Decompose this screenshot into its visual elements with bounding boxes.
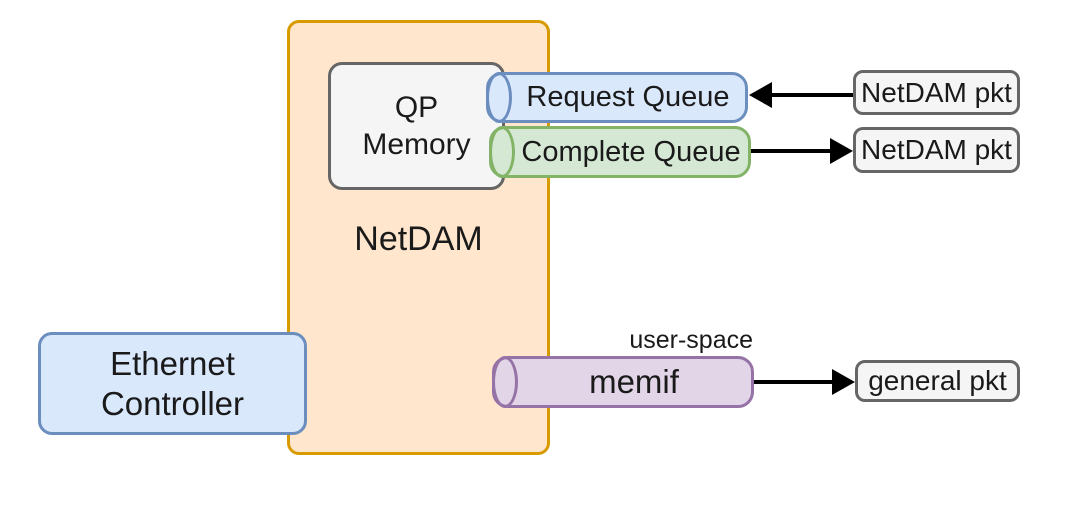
arrowhead-right-icon — [832, 369, 855, 395]
arrow-shaft — [750, 149, 833, 153]
complete-queue-label: Complete Queue — [521, 135, 741, 168]
ethernet-controller-label-line1: Ethernet — [110, 344, 235, 382]
cylinder-cap-icon — [486, 72, 512, 123]
arrow-shaft — [752, 380, 835, 384]
general-pkt-box: general pkt — [855, 360, 1020, 402]
netdam-pkt-outgoing-box: NetDAM pkt — [853, 127, 1020, 173]
request-queue-cylinder: Request Queue — [486, 72, 748, 123]
qp-memory-box: QP Memory — [328, 62, 505, 190]
arrow-complete-queue-to-netdam-pkt — [750, 138, 853, 164]
netdam-pkt-incoming-label: NetDAM pkt — [861, 76, 1012, 108]
user-space-annotation: user-space — [629, 326, 753, 354]
arrow-shaft — [769, 93, 853, 97]
arrowhead-right-icon — [830, 138, 853, 164]
arrowhead-left-icon — [749, 82, 772, 108]
ethernet-controller-box: Ethernet Controller — [38, 332, 307, 435]
ethernet-controller-label-line2: Controller — [100, 384, 245, 422]
complete-queue-cylinder: Complete Queue — [489, 126, 751, 178]
general-pkt-label: general pkt — [868, 365, 1007, 396]
cylinder-cap-icon — [492, 356, 518, 408]
arrow-netdam-pkt-to-request-queue — [749, 82, 853, 108]
arrow-memif-to-general-pkt — [752, 369, 855, 395]
netdam-pkt-outgoing-label: NetDAM pkt — [861, 134, 1012, 165]
qp-memory-label-line2: Memory — [362, 128, 471, 161]
netdam-label: NetDAM — [354, 220, 483, 258]
cylinder-cap-icon — [489, 126, 515, 178]
memif-cylinder: memif — [492, 356, 754, 408]
request-queue-label: Request Queue — [526, 81, 730, 113]
qp-memory-label-line1: QP — [394, 91, 439, 124]
memif-label: memif — [589, 363, 679, 400]
netdam-pkt-incoming-box: NetDAM pkt — [853, 70, 1020, 115]
